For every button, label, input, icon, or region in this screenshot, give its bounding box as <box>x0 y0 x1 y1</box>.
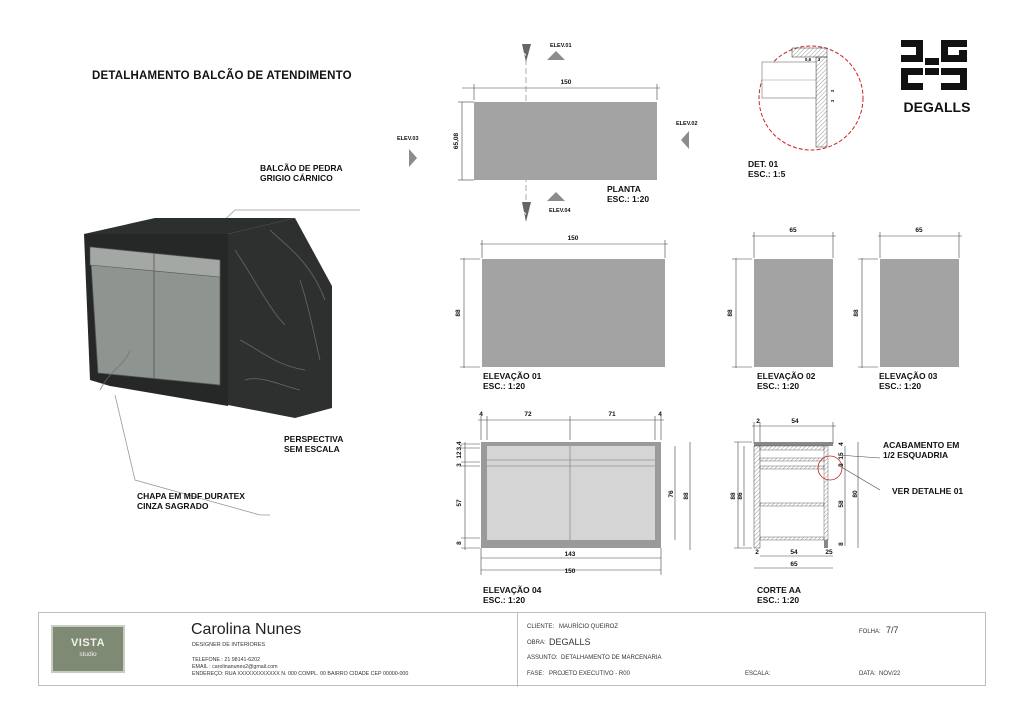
detail-01-circle <box>758 45 864 151</box>
designer-role: DESIGNER DE INTERIORES <box>192 642 266 648</box>
dim-c-3: 3 <box>838 463 845 467</box>
dim-e4-door1: 72 <box>524 411 532 418</box>
folha-label: FOLHA: <box>859 629 881 635</box>
dim-e3-width: 65 <box>915 227 923 234</box>
dim-plan-width: 150 <box>561 79 572 86</box>
dim-c-15: 15 <box>838 452 845 460</box>
perspective-view <box>84 209 360 516</box>
assunto-label: ASSUNTO: <box>527 655 558 661</box>
section-marker-bottom <box>522 202 531 222</box>
dim-e3-height: 88 <box>853 309 860 317</box>
fase-label: FASE: <box>527 671 545 677</box>
dim-d-3a: 3 <box>818 57 821 62</box>
obra-value: DEGALLS <box>549 637 591 647</box>
dim-c-88b: 86 <box>737 492 744 500</box>
dim-e4-door2: 71 <box>608 411 616 418</box>
elev03-arrow <box>409 149 417 167</box>
dim-c-2b: 2 <box>755 549 759 556</box>
label-ver-detalhe: VER DETALHE 01 <box>892 486 964 496</box>
elev04-text: ELEV.04 <box>549 208 571 214</box>
dim-e4-right: 4 <box>658 411 662 418</box>
dim-c-80: 80 <box>852 490 859 498</box>
studio-logo: VISTA studio <box>51 625 125 673</box>
dim-c-54b: 54 <box>790 549 798 556</box>
dim-e4-v3: 3 <box>456 463 463 467</box>
dim-e1-width: 150 <box>568 235 579 242</box>
section-letter-top: A <box>523 52 527 57</box>
dim-e4-inner: 143 <box>565 551 576 558</box>
dim-c-8: 8 <box>838 542 845 546</box>
label-perspective: PERSPECTIVA SEM ESCALA <box>284 434 344 454</box>
data-value: NOV/22 <box>879 671 901 677</box>
contact-phone: TELEFONE : 21 98141-6202 <box>192 657 261 663</box>
designer-name: Carolina Nunes <box>191 621 302 638</box>
dim-c-4: 4 <box>838 442 845 446</box>
section-marker-top <box>522 44 531 62</box>
dim-e4-left: 4 <box>479 411 483 418</box>
elevation-04-drawing <box>481 442 661 548</box>
dim-c-65: 65 <box>790 561 798 568</box>
dim-plan-depth: 65,08 <box>453 132 460 149</box>
dim-c-25: 25 <box>825 549 833 556</box>
elevation-01-rect <box>482 259 665 367</box>
elev04-arrow <box>547 192 565 201</box>
obra-label: OBRA: <box>527 640 546 646</box>
elevation-03-rect <box>880 259 959 367</box>
label-mdf: CHAPA EM MDF DURATEX CINZA SAGRADO <box>137 491 245 511</box>
degalls-logo: DEGALLS <box>901 40 971 115</box>
dim-d-3c: 3 <box>830 99 835 102</box>
client-label: CLIENTE: <box>527 624 555 630</box>
drawing-sheet: ELEV.01 ELEV.04 ELEV.02 ELEV.03 A A 150 … <box>397 43 962 575</box>
dim-e4-v2: 12 <box>456 451 463 459</box>
dim-d-3b: 3 <box>830 89 835 92</box>
section-letter-bottom: A <box>523 211 527 216</box>
dim-e4-h88: 88 <box>683 492 690 500</box>
plan-rect <box>474 102 657 180</box>
dim-d-06: 0,6 <box>805 57 812 62</box>
elev03-text: ELEV.03 <box>397 136 419 142</box>
contact-address: ENDEREÇO: RUA XXXXXXXXXXXX N. 000 COMPL.… <box>192 671 409 677</box>
title-block-divider <box>517 613 518 687</box>
dim-e2-width: 65 <box>789 227 797 234</box>
drawing-title: DETALHAMENTO BALCÃO DE ATENDIMENTO <box>92 70 352 82</box>
dim-e2-height: 88 <box>727 309 734 317</box>
dim-e4-v5: 8 <box>456 541 463 545</box>
dim-e4-v4: 57 <box>456 499 463 507</box>
title-block: VISTA studio Carolina Nunes DESIGNER DE … <box>38 612 986 687</box>
elev01-text: ELEV.01 <box>550 43 572 49</box>
assunto-value: DETALHAMENTO DE MARCENARIA <box>561 655 662 661</box>
dim-e4-h76: 76 <box>668 490 675 498</box>
section-aa-drawing <box>753 442 843 549</box>
dim-c-58: 58 <box>838 500 845 508</box>
dim-e4-v1: 3,4 <box>456 441 463 450</box>
dim-c-2: 2 <box>756 418 760 425</box>
escala-label: ESCALA: <box>745 671 771 677</box>
contact-email: EMAIL : carolinanunes2@gmail.com <box>192 664 278 670</box>
dim-c-88a: 88 <box>730 492 737 500</box>
elev01-arrow <box>547 51 565 60</box>
client-value: MAURÍCIO QUEIROZ <box>559 624 619 630</box>
data-label: DATA: <box>859 671 876 677</box>
dim-e4-total: 150 <box>565 568 576 575</box>
dim-c-54: 54 <box>791 418 799 425</box>
elevation-02-rect <box>754 259 833 367</box>
folha-value: 7/7 <box>886 625 899 635</box>
label-stone: BALCÃO DE PEDRA GRIGIO CÁRNICO <box>260 163 343 183</box>
fase-value: PROJETO EXECUTIVO - R00 <box>549 671 630 677</box>
brand-name: DEGALLS <box>904 99 971 115</box>
dim-e1-height: 88 <box>455 309 462 317</box>
elev02-arrow <box>681 131 689 149</box>
elev02-text: ELEV.02 <box>676 121 698 127</box>
